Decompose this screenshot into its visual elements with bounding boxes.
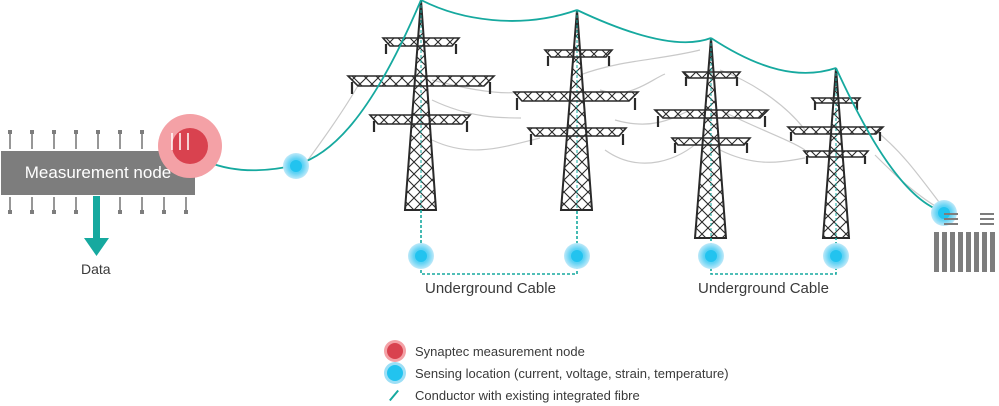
legend-item-sensing: Sensing location (current, voltage, stra… <box>385 362 729 384</box>
sensing-location-tower-3 <box>698 243 724 269</box>
underground-cable-label-1: Underground Cable <box>425 280 556 297</box>
sensing-location-tower-1 <box>408 243 434 269</box>
tower-3 <box>653 37 770 239</box>
underground-cable-label-2: Underground Cable <box>698 280 829 297</box>
sensing-locations <box>283 153 957 269</box>
legend-item-conductor: Conductor with existing integrated fibre <box>385 384 729 406</box>
blue-circle-icon <box>385 365 407 381</box>
tower-1 <box>346 0 496 211</box>
legend-item-node: Synaptec measurement node <box>385 340 729 362</box>
red-circle-icon <box>385 343 407 359</box>
substation-icon <box>934 213 995 272</box>
fibre-conductor <box>207 0 945 213</box>
underground-cable-routes <box>420 210 837 275</box>
underground-cable-1 <box>420 210 578 275</box>
legend-label: Conductor with existing integrated fibre <box>415 387 640 403</box>
measurement-node-label: Measurement node <box>24 163 172 182</box>
synaptec-node-marker <box>158 114 222 178</box>
sensing-location-tower-4 <box>823 243 849 269</box>
sensing-location-overhead <box>283 153 309 179</box>
data-arrow <box>84 196 109 256</box>
data-label: Data <box>81 261 111 277</box>
sensing-location-tower-2 <box>564 243 590 269</box>
tower-4 <box>786 67 885 239</box>
legend: Synaptec measurement node Sensing locati… <box>385 340 729 406</box>
legend-label: Synaptec measurement node <box>415 343 585 359</box>
underground-cable-2 <box>710 238 837 275</box>
transmission-towers <box>346 0 885 239</box>
legend-label: Sensing location (current, voltage, stra… <box>415 365 729 381</box>
tower-2 <box>512 9 640 211</box>
